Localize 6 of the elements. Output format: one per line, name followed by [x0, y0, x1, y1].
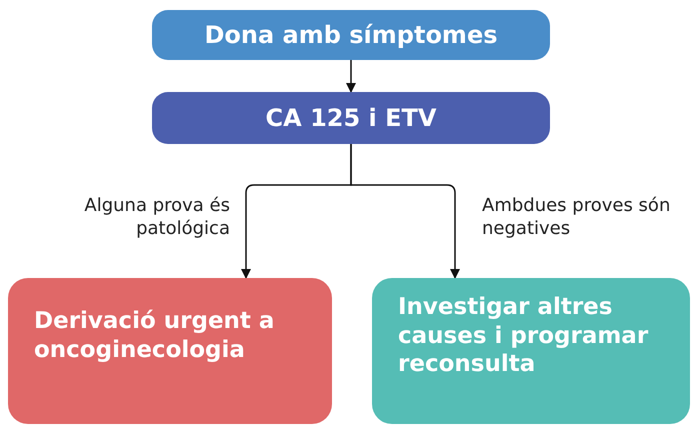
process-box: Investigar altres causes i programar reconsulta [372, 278, 690, 424]
process-box: Dona amb símptomes [152, 10, 550, 60]
process-box: Derivació urgent a oncoginecologia [8, 278, 332, 424]
process-box: CA 125 i ETV [152, 92, 550, 144]
arrow [350, 144, 460, 279]
arrow [346, 60, 356, 93]
